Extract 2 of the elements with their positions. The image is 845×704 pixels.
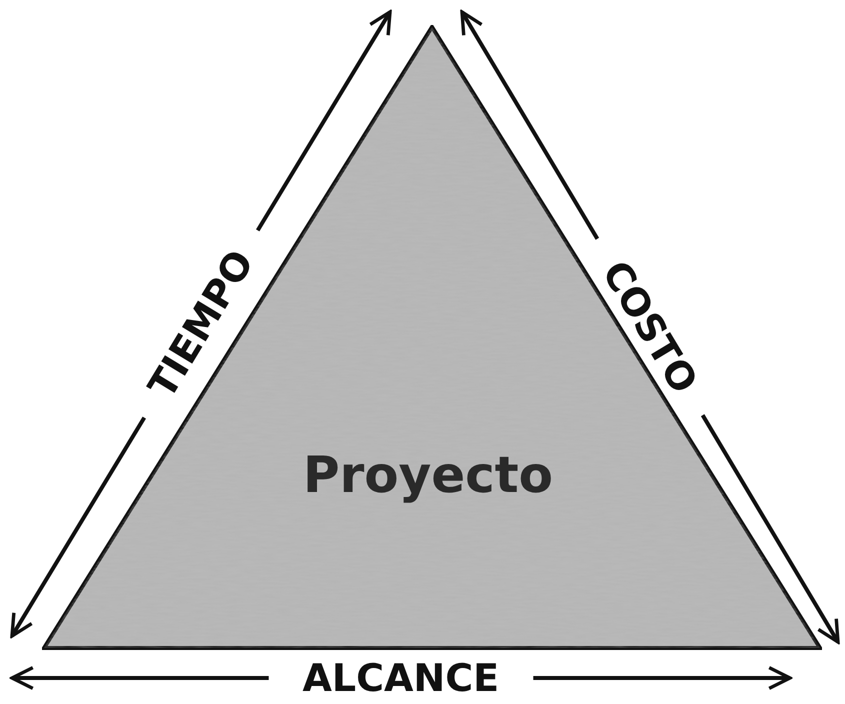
dimension-label: ALCANCE [302, 657, 500, 699]
node-label: Proyecto [302, 446, 554, 504]
